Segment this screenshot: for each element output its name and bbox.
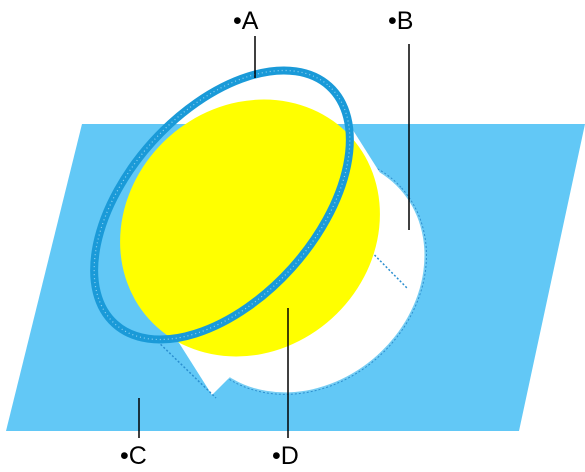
hidden-edge-left	[151, 335, 217, 399]
label-a: •A	[233, 7, 259, 35]
label-c: •C	[120, 442, 147, 470]
label-d: •D	[272, 442, 299, 470]
label-b: •B	[388, 7, 414, 35]
yellow-disc	[120, 99, 380, 357]
